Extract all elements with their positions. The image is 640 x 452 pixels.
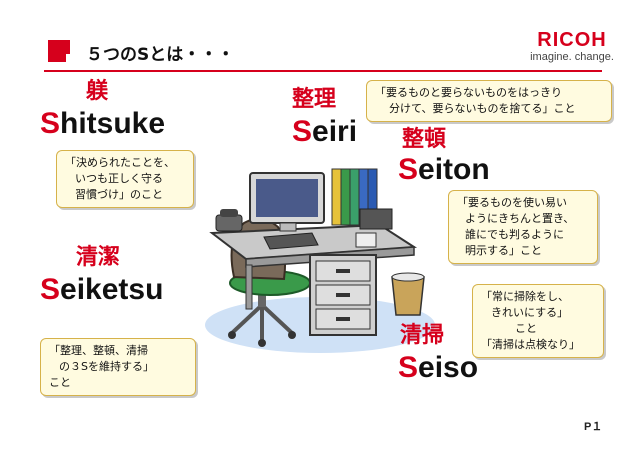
seiso-description: 「常に掃除をし、 きれいにする」 こと 「清掃は点検なり」 — [472, 284, 604, 358]
shitsuke-description: 「決められたことを、 いつも正しく守る 習慣づけ」のこと — [56, 150, 194, 208]
office-desk-illustration — [205, 168, 435, 353]
keyboard — [263, 232, 319, 250]
shitsuke-romaji: Shitsuke — [40, 107, 166, 140]
seiton-romaji: Seiton — [398, 153, 490, 186]
brand-name: RICOH — [537, 29, 607, 51]
title-marker-notch — [66, 54, 74, 62]
document-tray — [359, 208, 393, 230]
seiso-romaji: Seiso — [398, 351, 479, 384]
phone — [215, 209, 243, 232]
brand-tagline: imagine. change. — [530, 51, 614, 63]
seiri-kanji: 整理 — [292, 87, 337, 112]
waste-basket — [391, 272, 425, 316]
shitsuke-kanji: 躾 — [86, 79, 109, 104]
seiton-kanji: 整頓 — [402, 127, 447, 152]
page-number: P１ — [584, 421, 603, 433]
seiketsu-kanji: 清潔 — [76, 245, 121, 270]
title-rule — [44, 70, 602, 72]
calculator — [355, 232, 377, 248]
title-marker — [48, 40, 70, 62]
monitor — [249, 172, 325, 232]
drawer-unit — [309, 254, 377, 336]
brand-logo: RICOH imagine. change. — [522, 30, 622, 64]
seiri-description: 「要るものと要らないものをはっきり 分けて、要らないものを捨てる」こと — [366, 80, 612, 122]
seiketsu-romaji: Seiketsu — [40, 273, 164, 306]
page-title: ５つのSとは・・・ — [86, 45, 235, 65]
seiso-kanji: 清掃 — [400, 323, 445, 348]
seiketsu-description: 「整理、整頓、清掃 の３Sを維持する」 こと — [40, 338, 196, 396]
seiton-description: 「要るものを使い易い ようにきちんと置き、 誰にでも判るように 明示する」こと — [448, 190, 598, 264]
seiri-romaji: Seiri — [292, 115, 358, 148]
